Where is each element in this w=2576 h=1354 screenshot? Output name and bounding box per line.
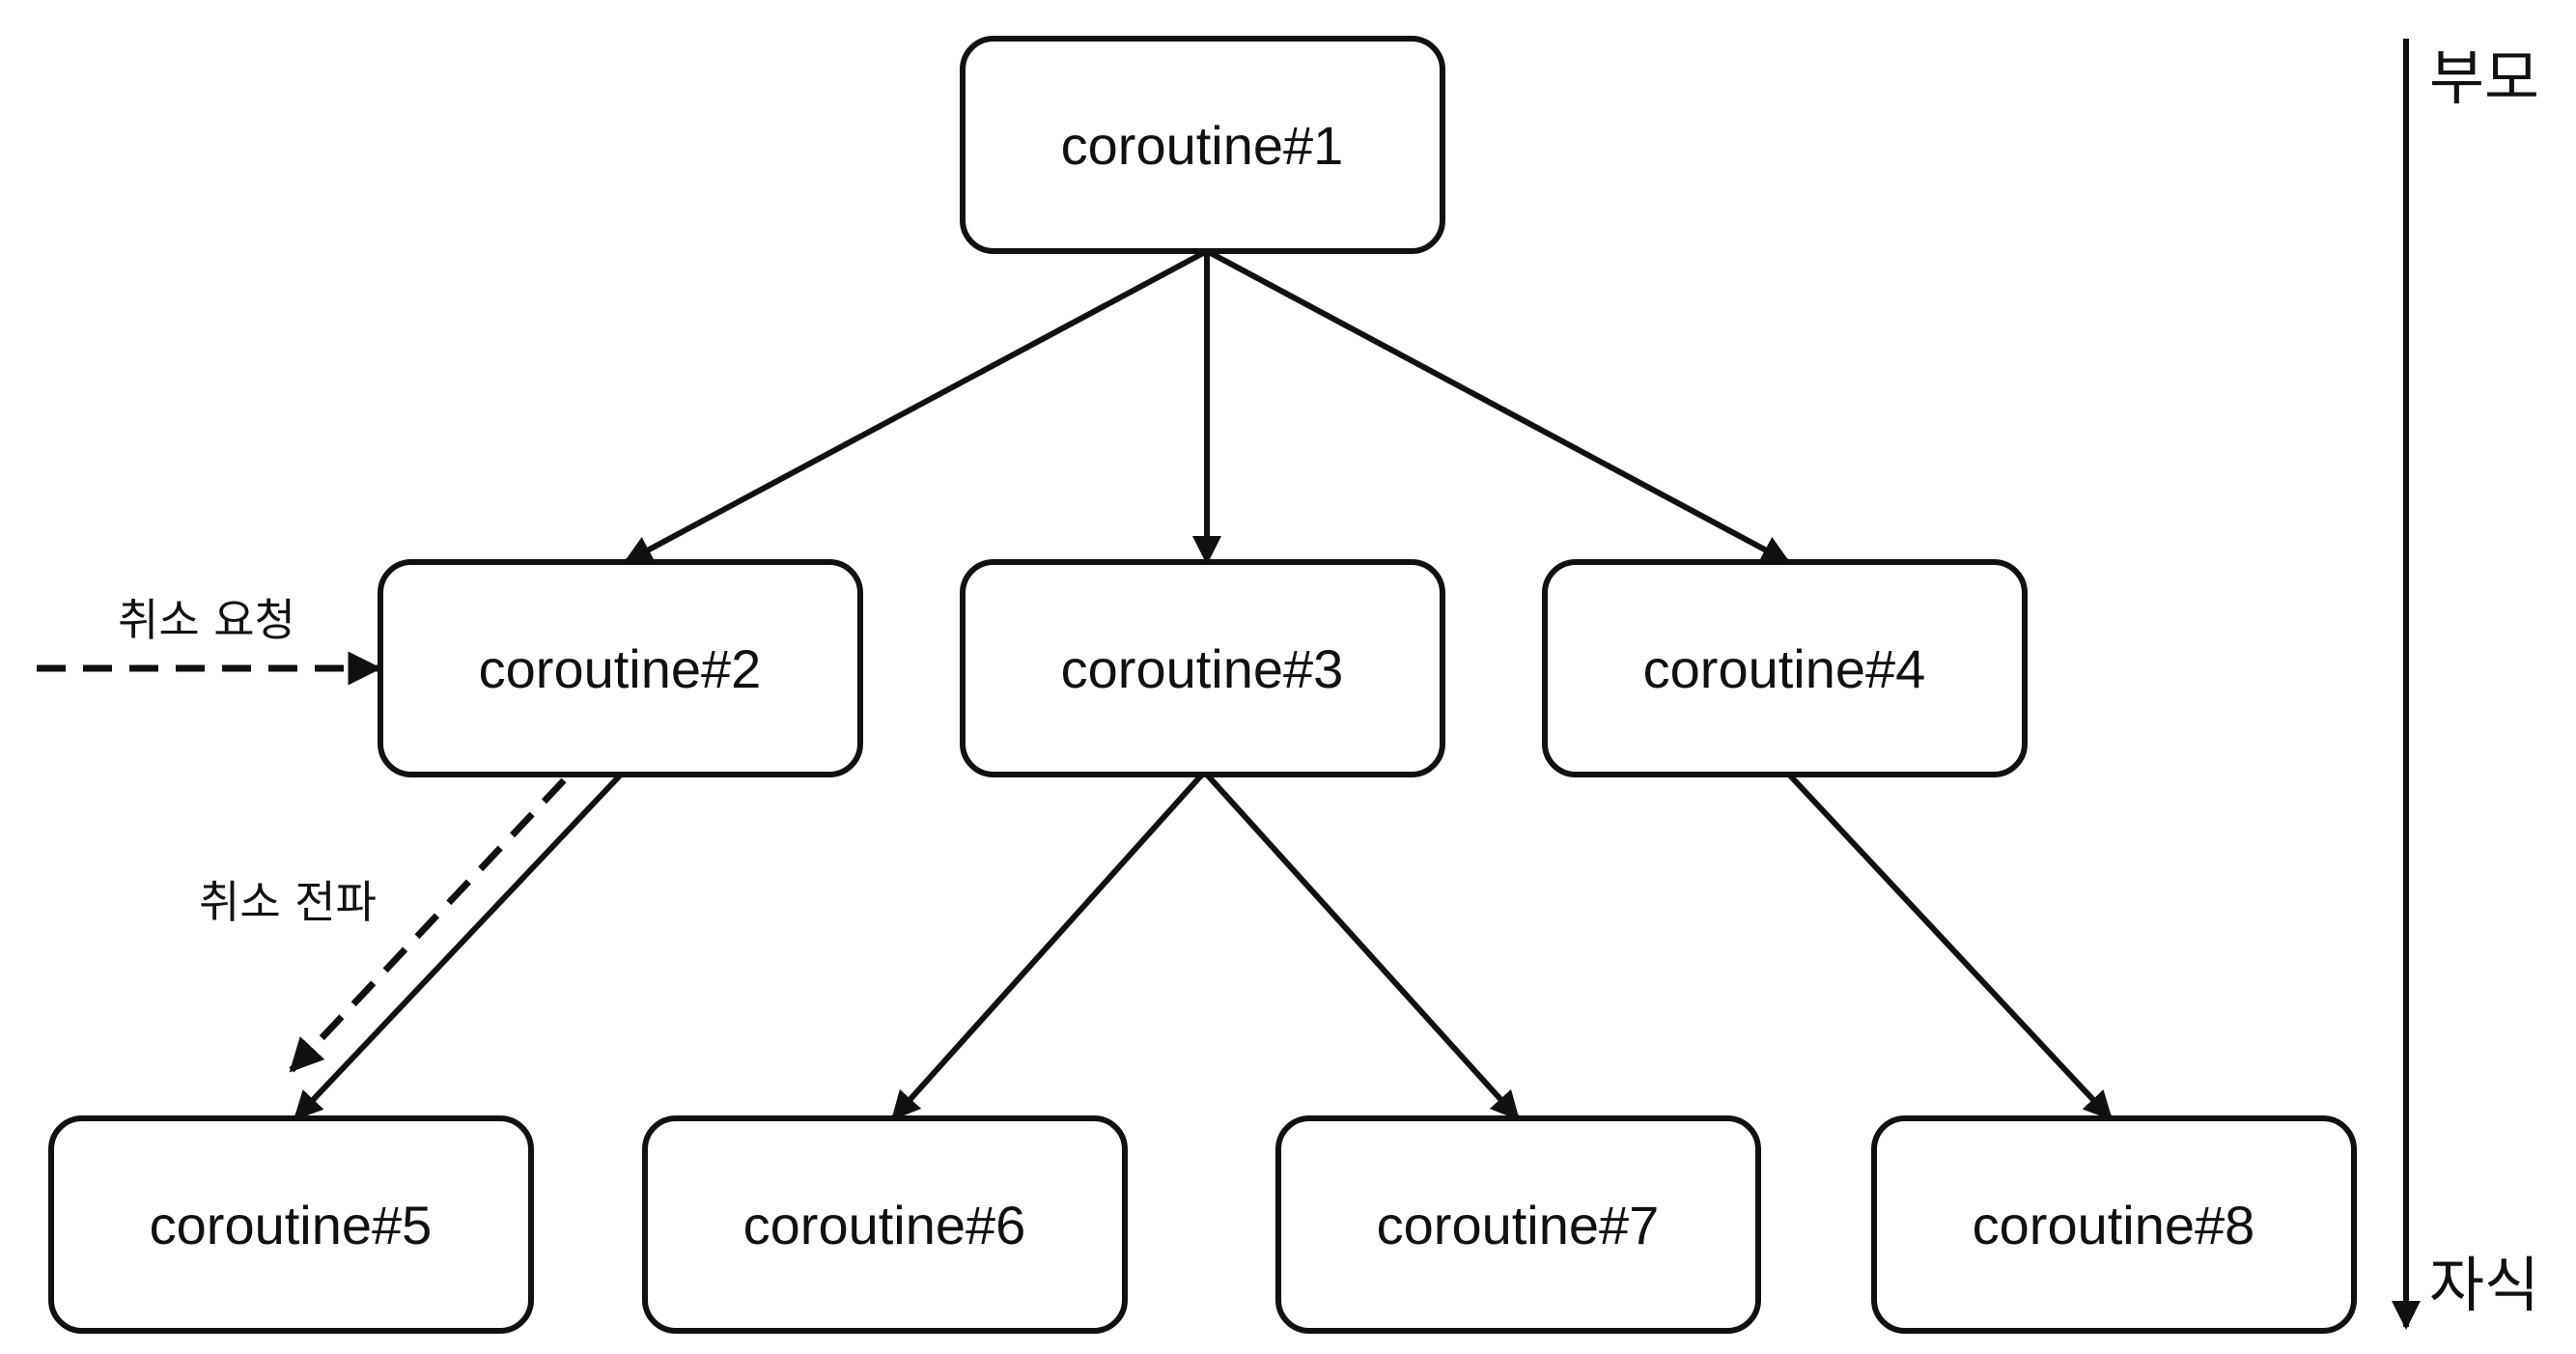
annotation-layer: 취소 요청 취소 전파 — [37, 594, 567, 1073]
node-coroutine-8: coroutine#8 — [1871, 1115, 2357, 1334]
node-label: coroutine#8 — [1973, 1195, 2255, 1255]
edge-c4-c8 — [1786, 772, 2114, 1121]
edge-c1-c2 — [623, 248, 1209, 565]
cancel-request-label: 취소 요청 — [118, 594, 295, 646]
node-layer: coroutine#1 coroutine#2 coroutine#3 coro… — [48, 36, 2357, 1334]
node-coroutine-2: coroutine#2 — [378, 559, 863, 777]
node-label: coroutine#6 — [743, 1195, 1026, 1255]
node-coroutine-1: coroutine#1 — [960, 36, 1445, 254]
node-label: coroutine#4 — [1643, 638, 1926, 699]
cancel-propagation-arrow — [289, 777, 567, 1073]
node-label: coroutine#3 — [1061, 638, 1344, 699]
node-coroutine-3: coroutine#3 — [960, 559, 1445, 777]
node-label: coroutine#2 — [479, 638, 762, 699]
node-coroutine-4: coroutine#4 — [1542, 559, 2028, 777]
node-coroutine-5: coroutine#5 — [48, 1115, 534, 1334]
cancel-propagation-label: 취소 전파 — [199, 876, 377, 928]
node-label: coroutine#5 — [150, 1195, 433, 1255]
node-label: coroutine#7 — [1377, 1195, 1660, 1255]
edge-c1-c4 — [1205, 248, 1791, 565]
node-coroutine-6: coroutine#6 — [642, 1115, 1128, 1334]
node-coroutine-7: coroutine#7 — [1275, 1115, 1761, 1334]
axis-bottom-label: 자식 — [2429, 1250, 2539, 1320]
axis-top-label: 부모 — [2429, 42, 2539, 113]
edge-layer — [293, 248, 2114, 1121]
edge-c3-c7 — [1204, 772, 1521, 1121]
edge-c2-c5 — [293, 772, 624, 1121]
edge-c3-c6 — [890, 772, 1205, 1121]
hierarchy-axis: 부모 자식 — [2392, 39, 2539, 1330]
node-label: coroutine#1 — [1061, 115, 1344, 176]
